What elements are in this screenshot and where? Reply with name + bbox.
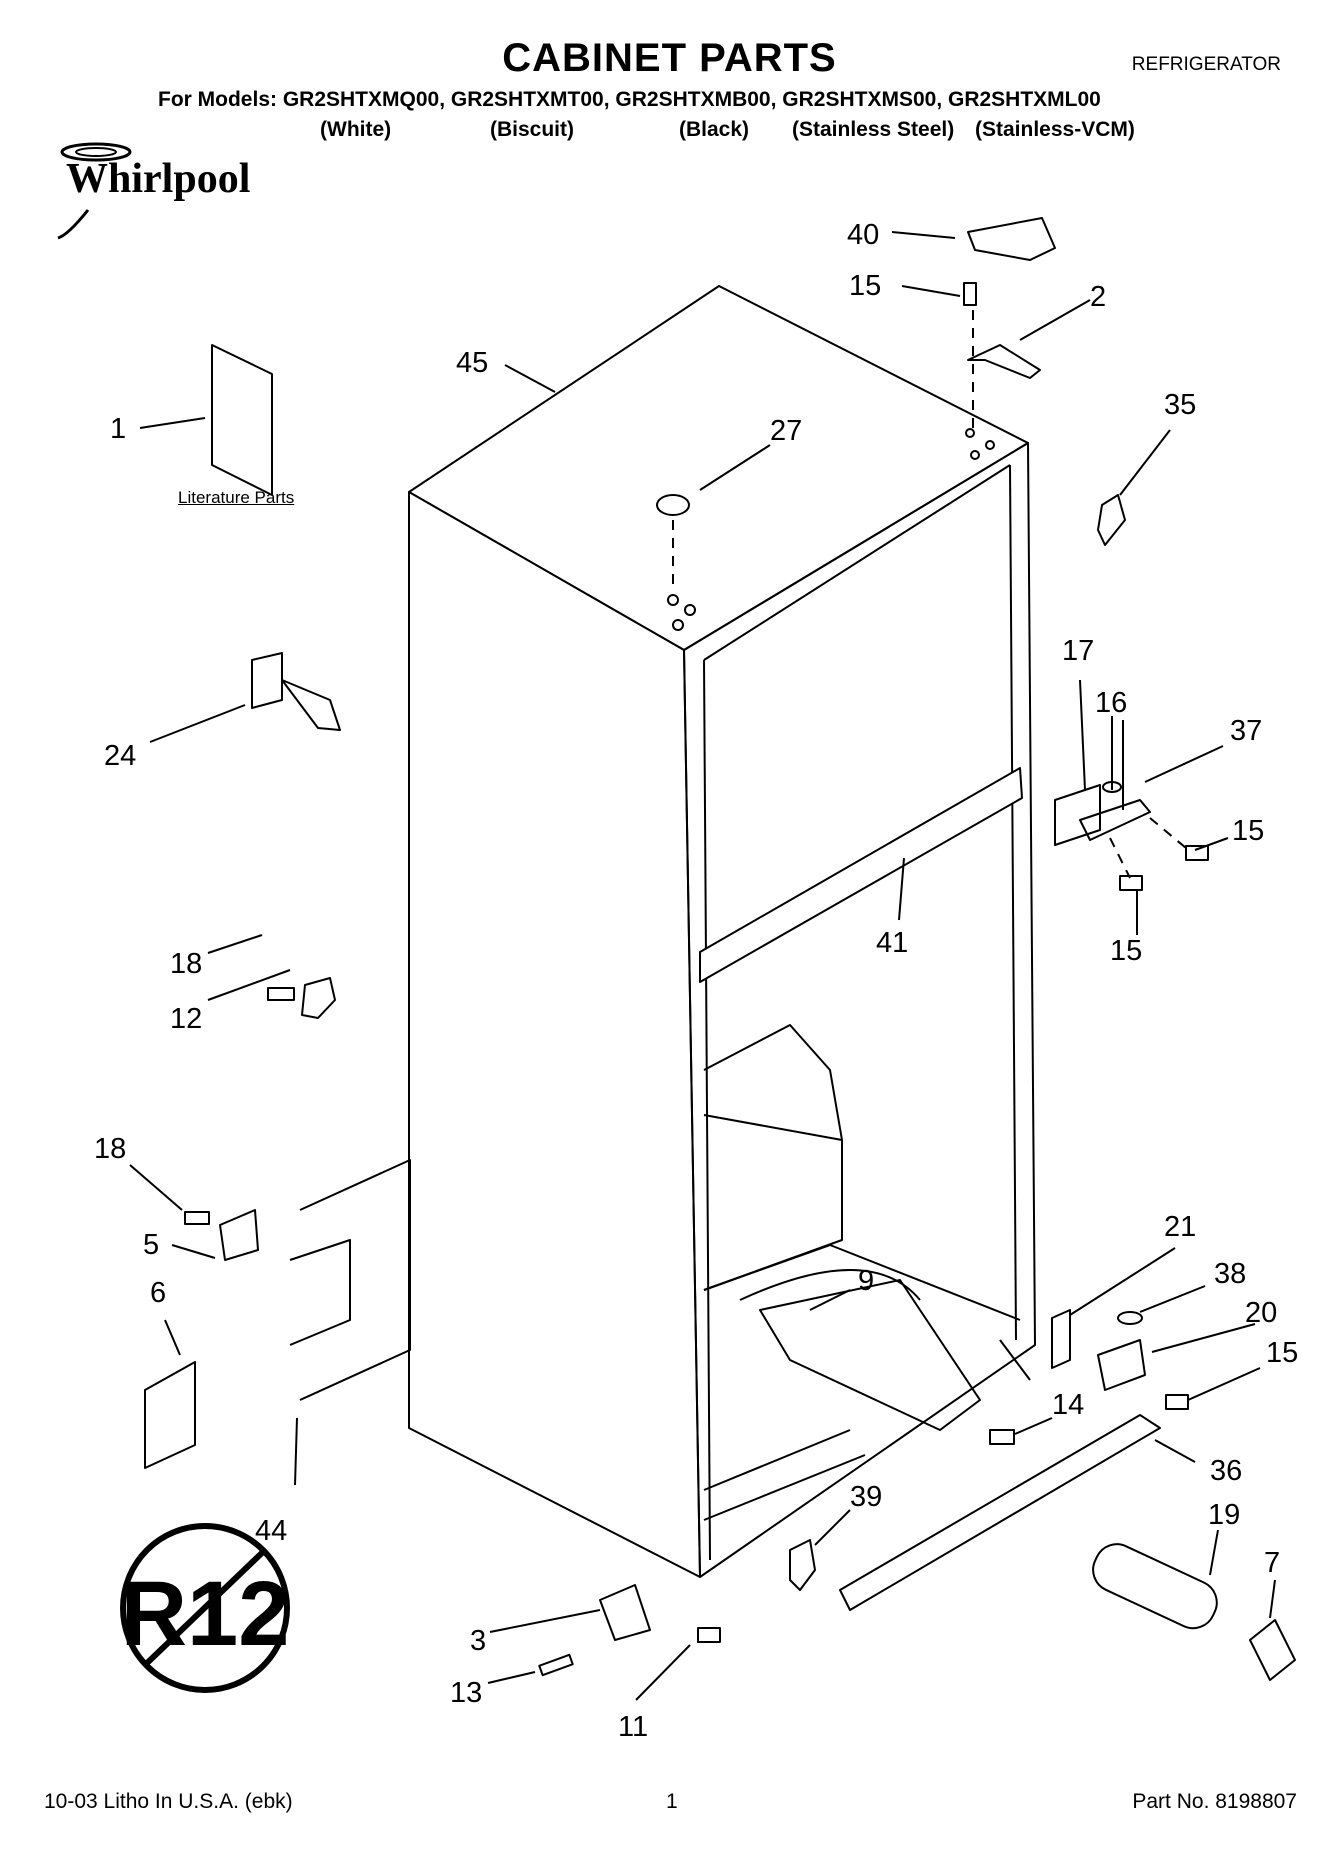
callout-38: 38 (1214, 1258, 1246, 1290)
whirlpool-logo (57, 142, 132, 240)
callout-39: 39 (850, 1481, 882, 1513)
callout-15: 15 (1110, 935, 1142, 967)
part-36-grille (839, 1414, 1161, 1611)
callout-15: 15 (1266, 1337, 1298, 1369)
callout-16: 16 (1095, 687, 1127, 719)
callout-13: 13 (450, 1677, 482, 1709)
part-15-screw-b (1185, 845, 1209, 861)
part-12-clip (301, 977, 336, 1019)
part-1-literature (211, 344, 273, 496)
callout-41: 41 (876, 927, 908, 959)
part-number: Part No. 8198807 (1132, 1790, 1297, 1813)
literature-parts-label: Literature Parts (178, 488, 295, 507)
callout-27: 27 (770, 415, 802, 447)
callout-21: 21 (1164, 1211, 1196, 1243)
callout-18: 18 (94, 1133, 126, 1165)
callout-24: 24 (104, 740, 136, 772)
callout-35: 35 (1164, 389, 1196, 421)
variant-white: (White) (320, 118, 392, 141)
page-title: CABINET PARTS (502, 36, 837, 80)
callout-7: 7 (1264, 1547, 1280, 1579)
callout-40: 40 (847, 219, 879, 251)
r12-label: R12 (121, 1563, 290, 1665)
callout-5: 5 (143, 1229, 159, 1261)
footer-print-info: 10-03 Litho In U.S.A. (ebk) (44, 1790, 293, 1813)
part-39-clip (789, 1539, 816, 1591)
part-24-pin (251, 652, 341, 731)
part-9-water-tube (759, 1279, 981, 1431)
part-13-pin (538, 1653, 574, 1677)
callout-11: 11 (618, 1711, 648, 1743)
part-7-cap (1249, 1619, 1296, 1681)
variant-stainless: (Stainless Steel) (792, 118, 955, 141)
callout-3: 3 (470, 1625, 486, 1657)
callout-15: 15 (849, 270, 881, 302)
callout-37: 37 (1230, 715, 1262, 747)
part-40-cap (967, 217, 1056, 261)
part-44-strip (299, 1159, 411, 1401)
no-r12-badge (120, 1523, 290, 1693)
part-20-lower-hinge (1097, 1339, 1146, 1391)
part-15-screw-c (1119, 875, 1143, 891)
part-38-washer (1117, 1311, 1143, 1325)
part-2-top-hinge (967, 344, 1041, 379)
part-21-shim (1051, 1309, 1071, 1369)
variant-biscuit: (Biscuit) (490, 118, 574, 141)
cabinet-shell (408, 285, 1036, 1578)
callout-2: 2 (1090, 281, 1106, 313)
part-14-screw (989, 1429, 1015, 1445)
part-6-cover (144, 1361, 196, 1469)
callout-1: 1 (110, 413, 126, 445)
part-5-bracket (219, 1209, 259, 1261)
page-number: 1 (666, 1790, 678, 1813)
callout-19: 19 (1208, 1499, 1240, 1531)
part-15-screw-a (963, 282, 977, 306)
callout-20: 20 (1245, 1297, 1277, 1329)
callout-12: 12 (170, 1003, 202, 1035)
callout-45: 45 (456, 347, 488, 379)
part-35-hinge-cover (1097, 494, 1126, 546)
variant-black: (Black) (679, 118, 750, 141)
part-3-roller (599, 1584, 651, 1641)
part-27-plug (656, 494, 690, 516)
part-18-screw-a (267, 987, 295, 1001)
part-19-filter (1092, 1543, 1218, 1630)
variant-stainless-vcm: (Stainless-VCM) (975, 118, 1135, 141)
callout-36: 36 (1210, 1455, 1242, 1487)
models-line: For Models: GR2SHTXMQ00, GR2SHTXMT00, GR… (158, 88, 1101, 111)
callout-44: 44 (255, 1515, 287, 1547)
category-label: REFRIGERATOR (1131, 54, 1281, 75)
callout-9: 9 (858, 1265, 874, 1297)
brand-logo-text: Whirlpool (66, 156, 251, 202)
callout-17: 17 (1062, 635, 1094, 667)
callout-15: 15 (1232, 815, 1264, 847)
callout-18: 18 (170, 948, 202, 980)
part-18-screw-b (184, 1211, 210, 1225)
part-15-screw-d (1165, 1394, 1189, 1410)
callout-14: 14 (1052, 1389, 1084, 1421)
callout-6: 6 (150, 1277, 166, 1309)
part-16-center-hinge (1079, 799, 1151, 841)
part-11-screw (697, 1627, 721, 1643)
